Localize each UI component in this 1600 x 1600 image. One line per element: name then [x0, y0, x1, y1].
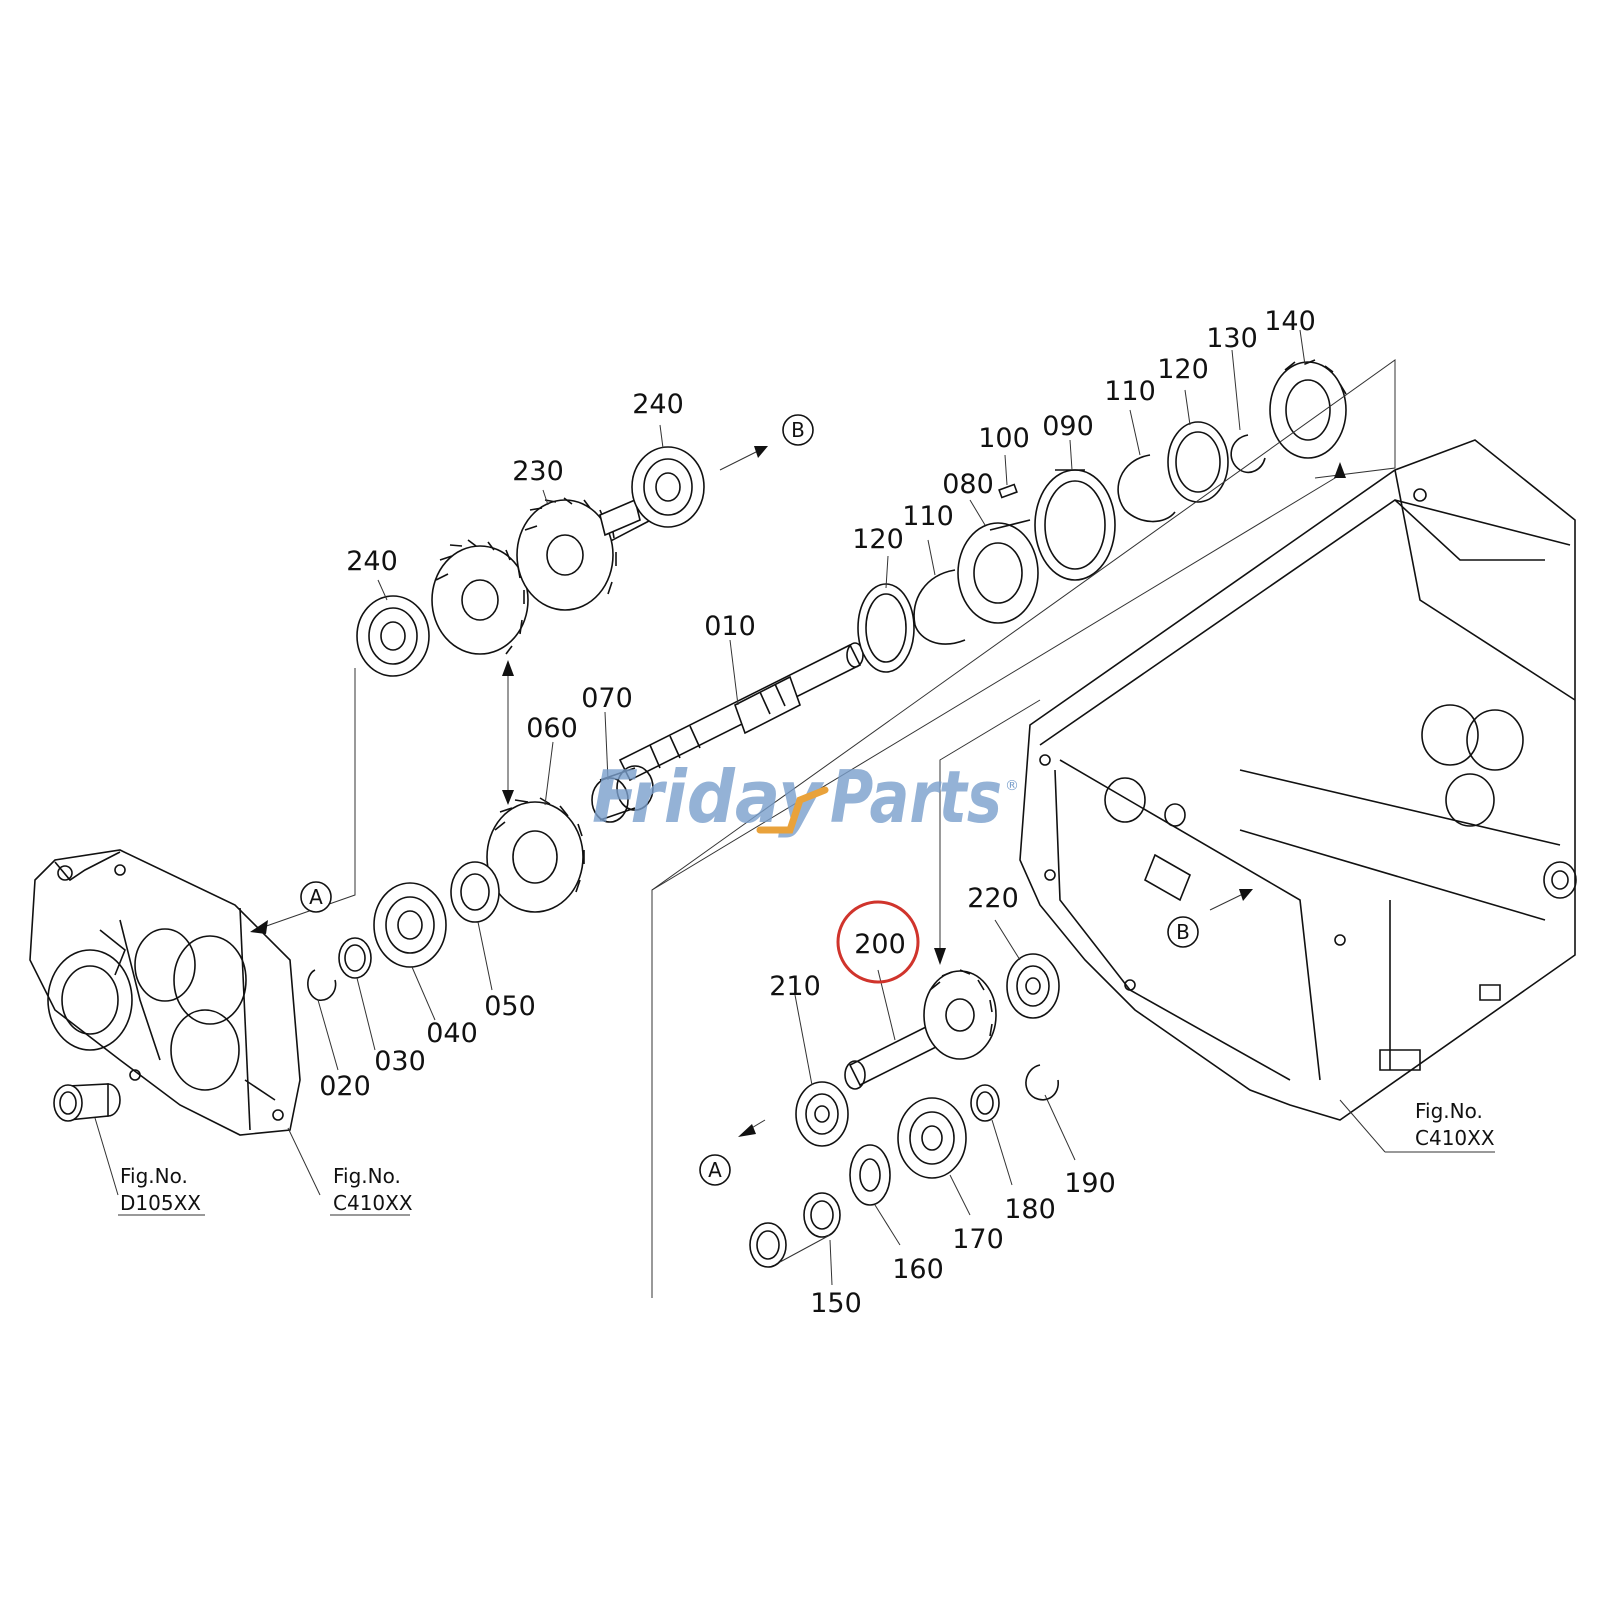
snap-ring-130 — [1230, 434, 1266, 474]
label-160: 160 — [892, 1254, 944, 1285]
label-030: 030 — [374, 1046, 426, 1077]
marker-b-top-label: B — [791, 418, 805, 442]
label-150: 150 — [810, 1288, 862, 1319]
bushing-d105 — [53, 1083, 121, 1122]
watermark-registered: ® — [1005, 778, 1019, 794]
marker-b-top: B — [782, 414, 814, 446]
label-100: 100 — [978, 423, 1030, 454]
circlip-110-left — [913, 569, 966, 645]
needle-bearing-070 — [591, 765, 654, 823]
snap-ring-190 — [1025, 1064, 1059, 1101]
label-080: 080 — [942, 469, 994, 500]
transmission-housing-right — [1019, 439, 1577, 1121]
needle-bearings-150 — [749, 1192, 841, 1268]
bearing-040 — [373, 882, 447, 968]
bearing-170 — [897, 1097, 967, 1179]
label-070: 070 — [581, 683, 633, 714]
label-240-right: 240 — [632, 389, 684, 420]
label-060: 060 — [526, 713, 578, 744]
sleeve-090 — [1034, 469, 1116, 581]
label-220: 220 — [967, 883, 1019, 914]
marker-b-right: B — [1167, 916, 1199, 948]
assembly-guide-lines — [250, 359, 1396, 1298]
figure-references: Fig.No. D105XX Fig.No. C410XX Fig.No. C4… — [120, 1099, 1495, 1215]
snap-ring-020 — [307, 969, 337, 1001]
marker-a-bottom: A — [699, 1154, 731, 1186]
label-180: 180 — [1004, 1194, 1056, 1225]
thrust-washer-160 — [849, 1144, 891, 1206]
label-140: 140 — [1264, 306, 1316, 337]
shaft-gear-200 — [844, 969, 997, 1090]
ring-120-right — [1167, 421, 1229, 503]
gear-060 — [486, 797, 585, 913]
gear-230-small — [431, 539, 529, 655]
washer-030 — [338, 937, 372, 979]
key-100 — [998, 483, 1018, 499]
label-200: 200 — [854, 929, 906, 960]
ring-120-left — [857, 583, 915, 673]
watermark-logo: Friday Parts ® — [592, 755, 1019, 839]
fig-label-d105: Fig.No. — [120, 1164, 188, 1188]
highlight-ring-200 — [836, 900, 920, 984]
label-110-left: 110 — [902, 501, 954, 532]
bearing-210 — [795, 1081, 849, 1147]
leader-lines — [94, 329, 1495, 1286]
fig-number-d105: D105XX — [120, 1191, 201, 1215]
label-170: 170 — [952, 1224, 1004, 1255]
gear-230-large — [516, 497, 617, 611]
gear-140 — [1269, 359, 1347, 459]
label-050: 050 — [484, 991, 536, 1022]
circlip-110-right — [1117, 454, 1176, 523]
label-210: 210 — [769, 971, 821, 1002]
bearing-220 — [1006, 953, 1060, 1019]
fig-label-c410-right: Fig.No. — [1415, 1099, 1483, 1123]
part-number-labels: 240 230 240 010 070 060 120 110 080 100 … — [319, 306, 1316, 1319]
main-shaft-010 — [618, 642, 864, 782]
label-110-right: 110 — [1104, 376, 1156, 407]
marker-a-left-label: A — [309, 885, 323, 909]
fig-number-c410-right: C410XX — [1415, 1126, 1495, 1150]
washer-180 — [970, 1084, 1000, 1122]
marker-a-bottom-label: A — [708, 1158, 722, 1182]
transmission-cover-left — [29, 849, 301, 1136]
label-240-left: 240 — [346, 546, 398, 577]
label-190: 190 — [1064, 1168, 1116, 1199]
label-120-left: 120 — [852, 524, 904, 555]
watermark-text-friday: Friday — [592, 755, 825, 839]
marker-a-left: A — [300, 881, 332, 913]
label-120-right: 120 — [1157, 354, 1209, 385]
synchro-hub-080 — [957, 519, 1039, 624]
watermark-text-parts: Parts — [830, 755, 1002, 839]
watermark-accent-swoosh — [756, 786, 829, 834]
fig-label-c410-left: Fig.No. — [333, 1164, 401, 1188]
countershaft-assembly — [356, 446, 705, 677]
label-090: 090 — [1042, 411, 1094, 442]
label-020: 020 — [319, 1071, 371, 1102]
label-230: 230 — [512, 456, 564, 487]
label-040: 040 — [426, 1018, 478, 1049]
label-010: 010 — [704, 611, 756, 642]
fig-number-c410-left: C410XX — [333, 1191, 413, 1215]
washer-050 — [450, 861, 500, 923]
marker-b-right-label: B — [1176, 920, 1190, 944]
label-130: 130 — [1206, 323, 1258, 354]
